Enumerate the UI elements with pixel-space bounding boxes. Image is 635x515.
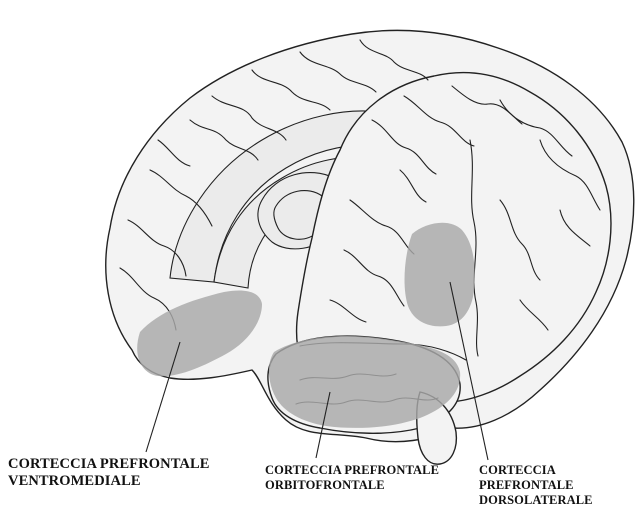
label-line: DORSOLATERALE [479,493,593,508]
label-line: VENTROMEDIALE [8,473,210,490]
label-dorsolateral-prefrontal-cortex: CORTECCIA PREFRONTALE DORSOLATERALE [479,463,593,507]
label-line: PREFRONTALE [479,478,593,493]
dorsolateral-region [405,223,475,327]
label-line: CORTECCIA [479,463,593,478]
label-line: CORTECCIA PREFRONTALE [265,463,439,478]
label-line: CORTECCIA PREFRONTALE [8,456,210,473]
label-orbitofrontal-prefrontal-cortex: CORTECCIA PREFRONTALE ORBITOFRONTALE [265,463,439,493]
label-ventromedial-prefrontal-cortex: CORTECCIA PREFRONTALE VENTROMEDIALE [8,456,210,490]
label-line: ORBITOFRONTALE [265,478,439,493]
